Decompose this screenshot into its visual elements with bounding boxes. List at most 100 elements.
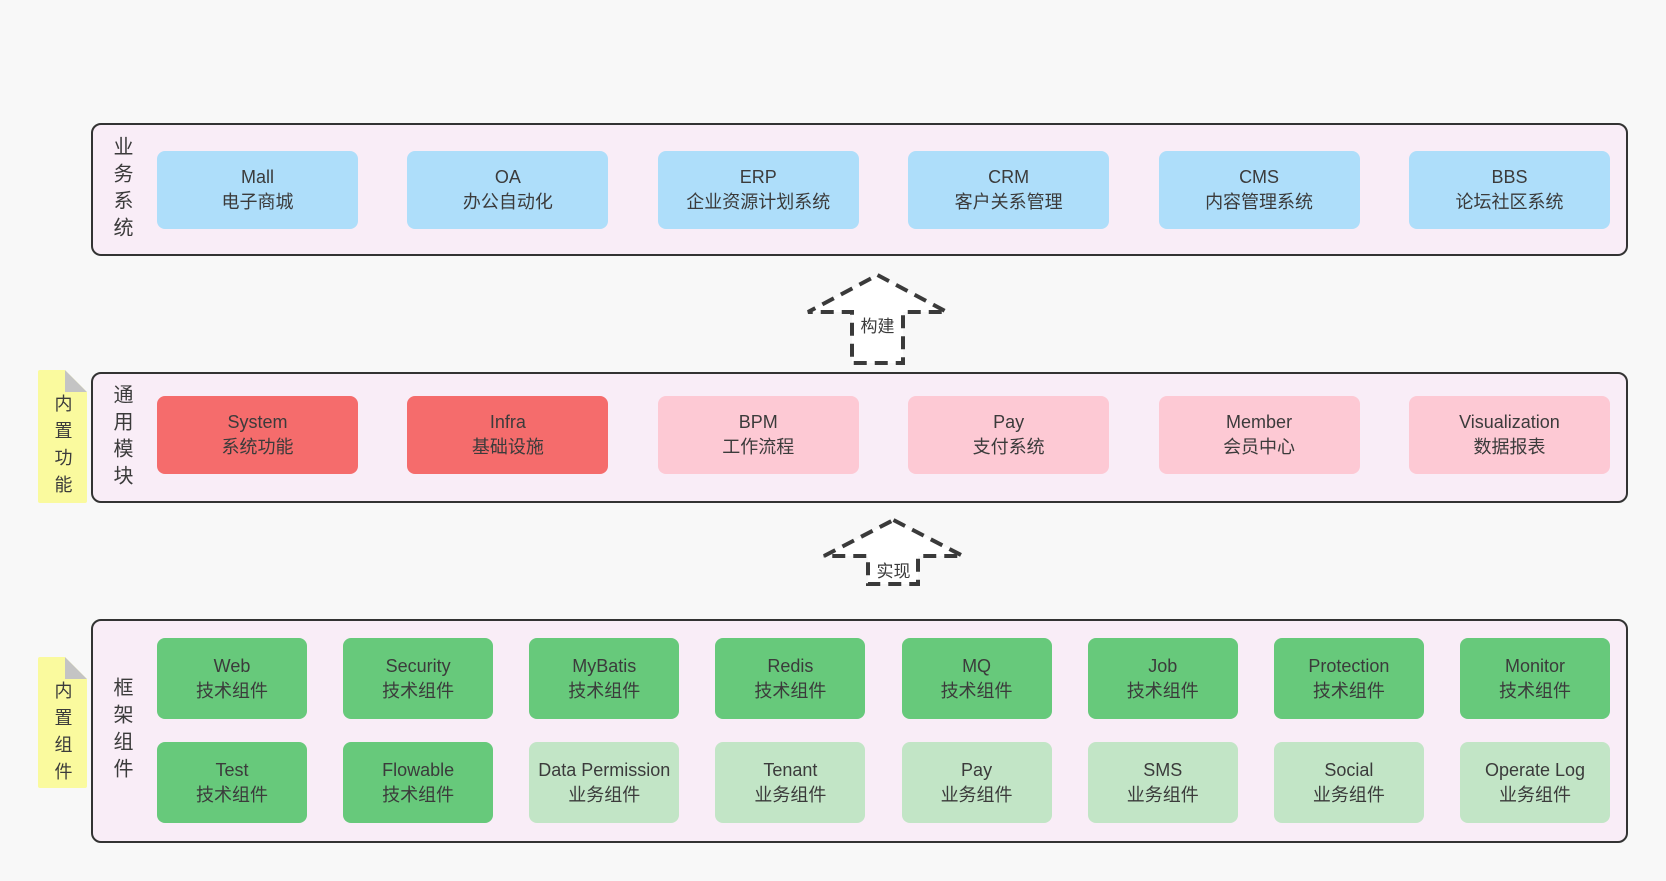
box-title: Security — [385, 655, 451, 676]
arrow-label: 实现 — [872, 562, 915, 581]
diagram-box-system: System 系统功能 — [157, 396, 358, 474]
diagram-box-sms: SMS 业务组件 — [1087, 742, 1238, 823]
diagram-box-member: Member 会员中心 — [1158, 396, 1360, 474]
section-side-label: 框架组件 — [110, 677, 132, 785]
box-title: System — [227, 412, 288, 432]
box-subtitle: 业务组件 — [1312, 784, 1385, 805]
box-subtitle: 支付系统 — [972, 437, 1045, 457]
diagram-box-tenant: Tenant 业务组件 — [715, 742, 866, 823]
diagram-box-oa: OA 办公自动化 — [407, 151, 609, 229]
box-title: Visualization — [1459, 412, 1560, 432]
box-subtitle: 技术组件 — [196, 784, 268, 805]
box-subtitle: 技术组件 — [1498, 680, 1571, 701]
note-label: 内置组件 — [52, 681, 73, 789]
diagram-box-job: Job 技术组件 — [1087, 638, 1238, 719]
box-title: Protection — [1308, 655, 1390, 676]
diagram-box-test: Test 技术组件 — [157, 742, 307, 823]
box-subtitle: 业务组件 — [754, 784, 827, 805]
build-arrow: 构建 — [806, 273, 949, 365]
box-title: Social — [1324, 759, 1374, 780]
box-title: ERP — [739, 167, 777, 187]
folded-corner-icon — [65, 370, 87, 392]
diagram-box-infra: Infra 基础设施 — [407, 396, 609, 474]
box-title: Infra — [489, 412, 526, 432]
diagram-box-flowable: Flowable 技术组件 — [343, 742, 494, 823]
box-title: Pay — [961, 759, 993, 780]
box-subtitle: 技术组件 — [382, 784, 455, 805]
implement-arrow: 实现 — [822, 518, 965, 586]
box-title: SMS — [1143, 759, 1183, 780]
box-title: Flowable — [382, 759, 455, 780]
box-subtitle: 技术组件 — [568, 680, 641, 701]
box-subtitle: 技术组件 — [1312, 680, 1385, 701]
box-title: Monitor — [1504, 655, 1565, 676]
box-subtitle: 业务组件 — [568, 784, 641, 805]
diagram-box-protection: Protection 技术组件 — [1273, 638, 1424, 719]
box-subtitle: 客户关系管理 — [954, 192, 1063, 212]
box-title: Tenant — [763, 759, 818, 780]
box-subtitle: 内容管理系统 — [1205, 192, 1314, 212]
box-title: Operate Log — [1484, 759, 1586, 780]
sticky-note-built-in-components: 内置组件 — [38, 657, 87, 788]
box-title: Test — [215, 759, 249, 780]
box-title: MyBatis — [572, 655, 637, 676]
diagram-box-operate-log: Operate Log 业务组件 — [1459, 742, 1610, 823]
diagram-box-mq: MQ 技术组件 — [901, 638, 1052, 719]
box-title: BPM — [738, 412, 778, 432]
box-subtitle: 工作流程 — [722, 437, 795, 457]
diagram-box-mall: Mall 电子商城 — [157, 151, 358, 229]
box-subtitle: 论坛社区系统 — [1455, 192, 1564, 212]
diagram-box-redis: Redis 技术组件 — [715, 638, 866, 719]
box-title: Redis — [767, 655, 814, 676]
diagram-box-erp: ERP 企业资源计划系统 — [657, 151, 859, 229]
note-label: 内置功能 — [52, 394, 73, 502]
box-subtitle: 业务组件 — [1498, 784, 1571, 805]
box-subtitle: 技术组件 — [940, 680, 1013, 701]
box-title: MQ — [962, 655, 992, 676]
box-subtitle: 基础设施 — [471, 437, 544, 457]
box-subtitle: 办公自动化 — [462, 192, 553, 212]
folded-corner-icon — [65, 657, 87, 679]
box-title: Data Permission — [538, 759, 671, 780]
box-subtitle: 系统功能 — [221, 437, 294, 457]
box-title: Member — [1226, 412, 1293, 432]
sticky-note-built-in-functions: 内置功能 — [38, 370, 87, 503]
box-subtitle: 技术组件 — [1126, 680, 1199, 701]
box-subtitle: 企业资源计划系统 — [686, 192, 831, 212]
box-subtitle: 会员中心 — [1223, 437, 1296, 457]
diagram-box-cms: CMS 内容管理系统 — [1158, 151, 1360, 229]
box-title: OA — [494, 167, 521, 187]
diagram-box-mybatis: MyBatis 技术组件 — [529, 638, 680, 719]
box-subtitle: 技术组件 — [196, 680, 268, 701]
box-title: Web — [213, 655, 251, 676]
box-title: BBS — [1491, 167, 1528, 187]
box-title: Job — [1148, 655, 1178, 676]
box-subtitle: 业务组件 — [1126, 784, 1199, 805]
box-subtitle: 技术组件 — [382, 680, 455, 701]
diagram-box-web: Web 技术组件 — [157, 638, 307, 719]
box-title: CMS — [1239, 167, 1280, 187]
box-subtitle: 技术组件 — [754, 680, 827, 701]
box-subtitle: 业务组件 — [940, 784, 1013, 805]
diagram-box-social: Social 业务组件 — [1273, 742, 1424, 823]
box-title: Mall — [240, 167, 274, 187]
box-subtitle: 电子商城 — [221, 192, 294, 212]
up-arrow-icon — [823, 518, 964, 586]
section-side-label: 业务系统 — [110, 135, 132, 244]
diagram-box-bbs: BBS 论坛社区系统 — [1408, 151, 1610, 229]
diagram-box-data-permission: Data Permission 业务组件 — [529, 742, 680, 823]
diagram-box-security: Security 技术组件 — [343, 638, 494, 719]
diagram-box-monitor: Monitor 技术组件 — [1459, 638, 1610, 719]
arrow-label: 构建 — [856, 317, 899, 336]
section-side-label: 通用模块 — [110, 383, 132, 492]
